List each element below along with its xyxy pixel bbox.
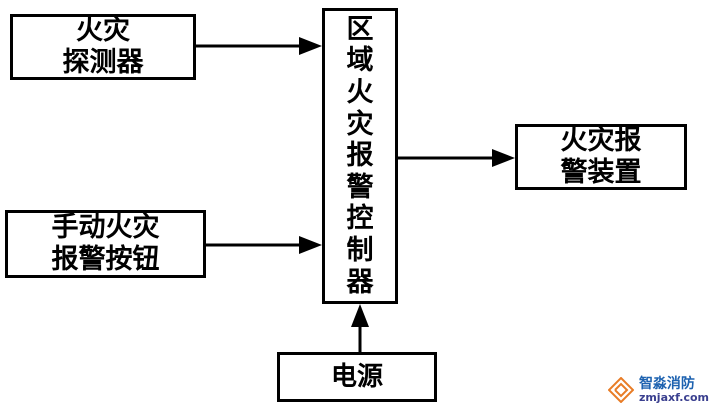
box-zone-alarm-controller-label: 区域火灾报警控制器 <box>346 13 374 298</box>
site-watermark: 智淼消防 zmjaxf.com <box>607 375 709 404</box>
watermark-text: 智淼消防 zmjaxf.com <box>638 375 709 404</box>
watermark-url: zmjaxf.com <box>638 390 709 404</box>
box-fire-detector-label: 火灾 探测器 <box>62 15 144 78</box>
watermark-brand: 智淼消防 <box>638 375 695 392</box>
box-zone-alarm-controller: 区域火灾报警控制器 <box>322 8 398 304</box>
zmjaxf-logo-icon <box>607 377 634 404</box>
box-manual-alarm-button-label: 手动火灾 报警按钮 <box>51 212 160 275</box>
box-fire-alarm-device-label: 火灾报 警装置 <box>560 125 642 188</box>
arrow-detector-to-controller <box>196 37 322 55</box>
box-fire-alarm-device: 火灾报 警装置 <box>515 124 687 190</box>
box-manual-alarm-button: 手动火灾 报警按钮 <box>5 210 206 278</box>
box-fire-detector: 火灾 探测器 <box>10 14 196 80</box>
box-power-supply: 电源 <box>277 352 437 402</box>
box-power-supply-label: 电源 <box>330 361 383 392</box>
arrow-controller-to-alarm <box>398 149 515 167</box>
arrow-power-to-controller <box>351 304 369 352</box>
arrow-manual-to-controller <box>206 236 322 254</box>
